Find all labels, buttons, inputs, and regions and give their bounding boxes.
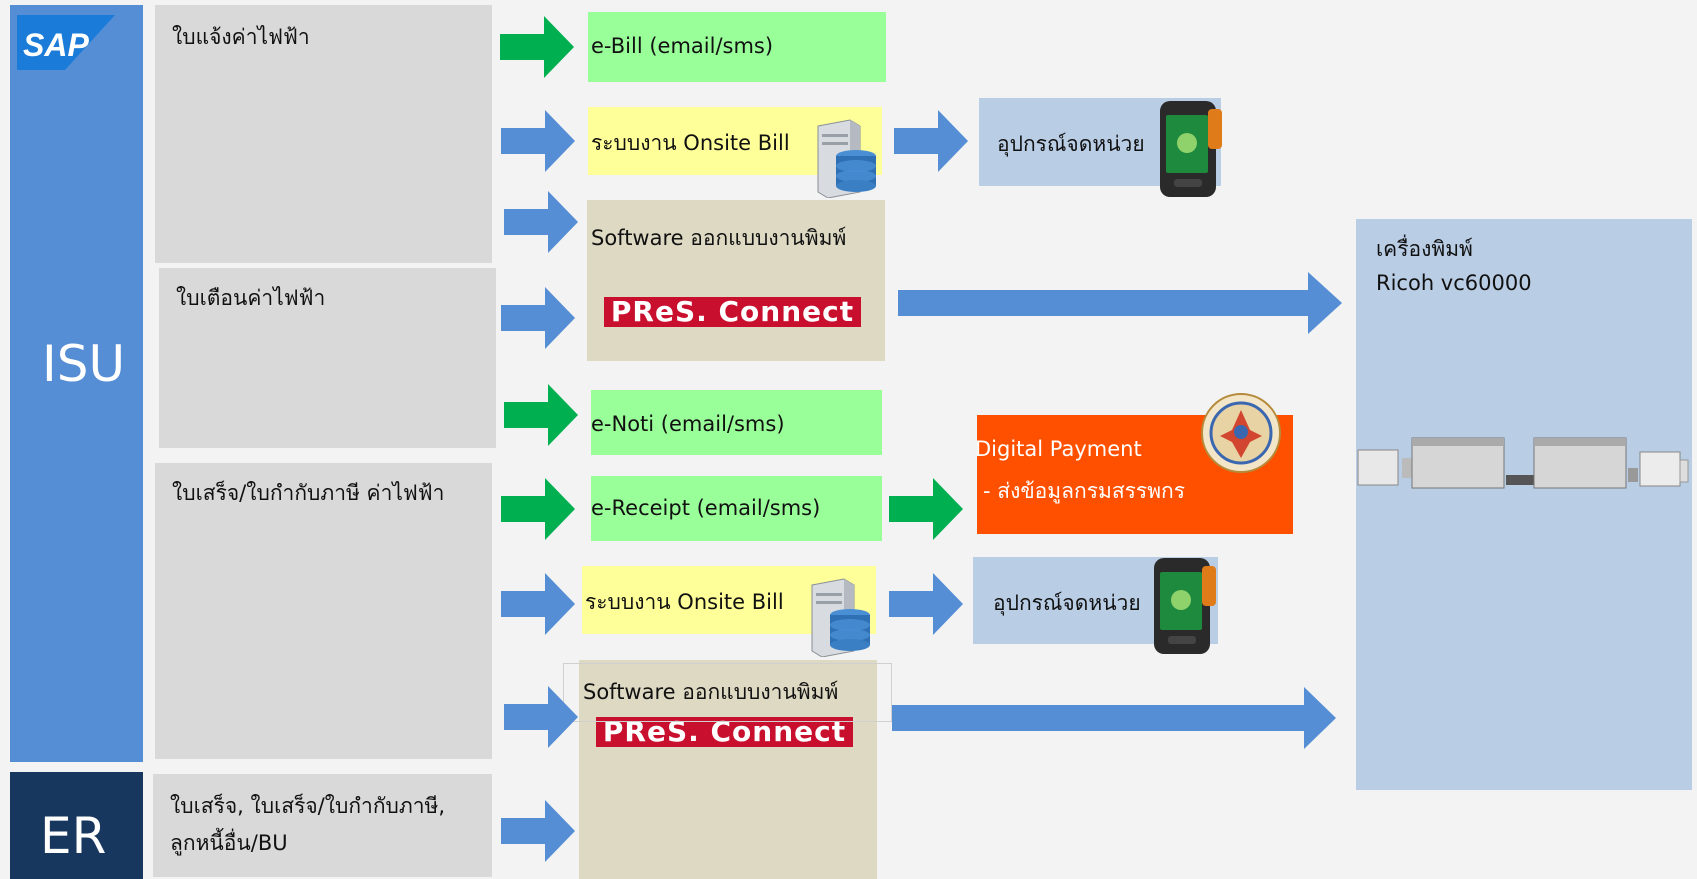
onsite2-label: ระบบงาน Onsite Bill — [585, 590, 784, 614]
isu-label: ISU — [42, 335, 126, 393]
er-label: ER — [40, 807, 107, 865]
arrow-blue-software2 — [504, 686, 578, 748]
er-column: ER — [10, 772, 143, 879]
software1-box: Software ออกแบบงานพิมพ์ PReS. Connect — [587, 200, 885, 361]
arrow-green-payment — [889, 478, 963, 540]
printer-box: เครื่องพิมพ์ Ricoh vc60000 — [1356, 219, 1692, 790]
ebill-label: e-Bill (email/sms) — [591, 34, 774, 58]
handheld-device-icon — [1148, 554, 1220, 658]
pres-connect-logo-1: PReS. Connect — [604, 297, 861, 327]
arrow-blue-printer-1 — [898, 272, 1342, 334]
software1-label: Software ออกแบบงานพิมพ์ — [591, 226, 847, 250]
software2-box: Software ออกแบบงานพิมพ์ PReS. Connect — [579, 660, 877, 879]
arrow-blue-meter1 — [894, 110, 968, 172]
sap-logo: SAP — [17, 15, 115, 70]
revenue-department-seal-icon — [1200, 392, 1282, 474]
receipt-box: ใบเสร็จ/ใบกำกับภาษี ค่าไฟฟ้า — [155, 463, 492, 759]
bill-label: ใบแจ้งค่าไฟฟ้า — [172, 25, 310, 49]
enoti-label: e-Noti (email/sms) — [591, 412, 785, 436]
svg-text:SAP: SAP — [23, 27, 89, 63]
arrow-blue-software1 — [504, 191, 578, 253]
isu-column: SAP ISU — [10, 5, 143, 762]
meter1-label: อุปกรณ์จดหน่วย — [997, 132, 1145, 156]
er-doc-line1: ใบเสร็จ, ใบเสร็จ/ใบกำกับภาษี, — [170, 794, 446, 818]
payment-line2: - ส่งข้อมูลกรมสรรพกร — [983, 479, 1186, 503]
software2-label: Software ออกแบบงานพิมพ์ — [583, 680, 839, 704]
warning-box: ใบเตือนค่าไฟฟ้า — [159, 268, 496, 448]
production-printer-icon — [1356, 420, 1692, 495]
onsite2-box: ระบบงาน Onsite Bill — [582, 566, 876, 634]
arrow-blue-meter2 — [889, 573, 963, 635]
arrow-green-ebill — [500, 16, 574, 78]
ereceipt-label: e-Receipt (email/sms) — [591, 496, 821, 520]
meter2-label: อุปกรณ์จดหน่วย — [993, 591, 1141, 615]
arrow-blue-warning — [501, 287, 575, 349]
printer-line1: เครื่องพิมพ์ — [1376, 237, 1473, 261]
software2-outline — [563, 663, 892, 722]
payment-line1: Digital Payment — [975, 437, 1142, 461]
er-doc-box: ใบเสร็จ, ใบเสร็จ/ใบกำกับภาษี, ลูกหนี้อื่… — [153, 774, 492, 877]
arrow-blue-printer-2 — [892, 687, 1336, 749]
server-icon — [804, 577, 874, 658]
handheld-device-icon — [1154, 97, 1226, 201]
onsite1-label: ระบบงาน Onsite Bill — [591, 131, 790, 155]
ebill-box: e-Bill (email/sms) — [588, 12, 886, 82]
er-doc-line2: ลูกหนี้อื่น/BU — [170, 831, 288, 855]
digital-payment-box: Digital Payment - ส่งข้อมูลกรมสรรพกร — [975, 415, 1293, 534]
ereceipt-box: e-Receipt (email/sms) — [591, 476, 882, 541]
bill-box: ใบแจ้งค่าไฟฟ้า — [155, 5, 492, 263]
printer-line2: Ricoh vc60000 — [1376, 271, 1532, 295]
receipt-label: ใบเสร็จ/ใบกำกับภาษี ค่าไฟฟ้า — [172, 481, 445, 505]
arrow-green-ereceipt — [501, 478, 575, 540]
server-icon — [810, 118, 880, 199]
arrow-green-enoti — [504, 384, 578, 446]
warning-label: ใบเตือนค่าไฟฟ้า — [176, 286, 326, 310]
arrow-blue-onsite1 — [501, 110, 575, 172]
enoti-box: e-Noti (email/sms) — [591, 390, 882, 455]
arrow-blue-er — [501, 800, 575, 862]
pres-connect-logo-2: PReS. Connect — [596, 717, 853, 747]
arrow-blue-onsite2 — [501, 573, 575, 635]
